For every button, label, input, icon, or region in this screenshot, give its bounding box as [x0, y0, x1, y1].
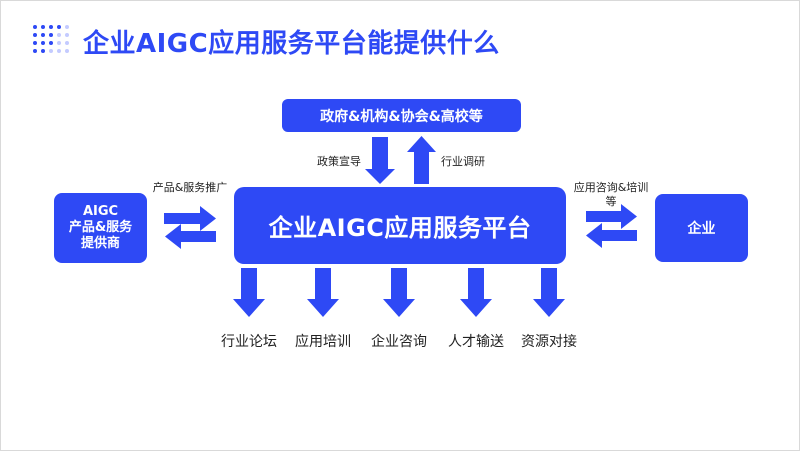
arrow-service-consulting [383, 268, 415, 317]
arrow-research-up [407, 136, 436, 184]
slide-title: 企业AIGC应用服务平台能提供什么 [83, 29, 500, 59]
service-consulting: 企业咨询 [371, 334, 427, 350]
service-talent: 人才输送 [448, 334, 504, 350]
arrow-consulting-right [586, 204, 637, 229]
arrow-service-training [307, 268, 339, 317]
service-training: 应用培训 [295, 334, 351, 350]
node-platform: 企业AIGC应用服务平台 [234, 187, 566, 264]
arrow-consulting-left [586, 223, 637, 248]
label-consulting-training: 应用咨询&培训等 [573, 181, 649, 208]
label-promotion: 产品&服务推广 [152, 181, 228, 194]
arrow-policy-down [365, 137, 395, 184]
label-policy: 政策宣导 [317, 155, 361, 168]
arrow-service-talent [460, 268, 492, 317]
node-enterprise: 企业 [655, 194, 748, 262]
arrow-promotion-right [164, 206, 216, 231]
arrow-service-forum [233, 268, 265, 317]
service-resources: 资源对接 [521, 334, 577, 350]
node-provider: AIGC 产品&服务 提供商 [54, 193, 147, 263]
label-research: 行业调研 [441, 155, 485, 168]
arrow-service-resources [533, 268, 565, 317]
service-forum: 行业论坛 [221, 334, 277, 350]
title-dots-decoration [33, 25, 69, 53]
arrow-promotion-left [165, 224, 216, 249]
node-government: 政府&机构&协会&高校等 [282, 99, 521, 132]
